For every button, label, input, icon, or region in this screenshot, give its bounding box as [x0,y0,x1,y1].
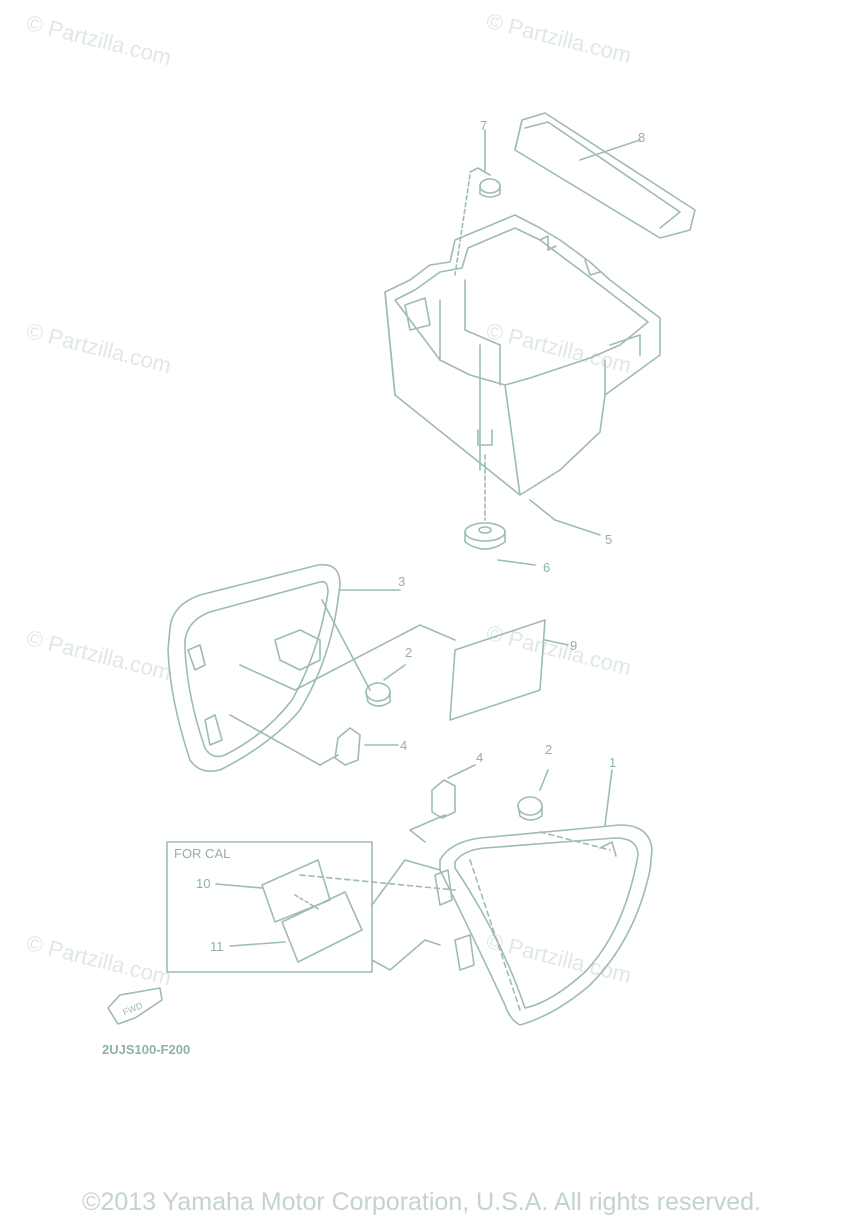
callout-3: 3 [398,574,406,589]
leader-line [229,941,286,947]
battery-box-part [384,214,661,496]
bolt-part [469,167,501,198]
left-side-cover-part [167,563,341,773]
leader-line [229,714,339,766]
clip-part [334,727,361,766]
callout-6: 6 [543,560,551,575]
leader-line [409,814,446,843]
for-cal-box [166,841,373,973]
leader-line [544,639,569,646]
leader-line [371,859,441,906]
forward-arrow-icon [107,987,163,1025]
leader-line [604,769,613,826]
callout-2-upper: 2 [405,645,413,660]
leader-line [383,664,406,681]
callout-4-lower: 4 [476,750,484,765]
emission-label-part [261,859,331,923]
leader-line [299,874,456,891]
diagram-code: 2UJS100-F200 [102,1042,191,1057]
right-side-cover-part [434,824,653,1026]
grommet-part [464,522,506,550]
callout-8: 8 [638,130,646,145]
leader-line [529,499,601,536]
callout-9: 9 [570,638,578,653]
callout-5: 5 [605,532,613,547]
for-cal-title: FOR CAL [174,846,231,861]
damper-part [517,796,543,821]
leader-line [321,599,371,691]
copyright-notice: ©2013 Yamaha Motor Corporation, U.S.A. A… [82,1188,761,1216]
callout-10: 10 [196,876,211,891]
callout-7: 7 [480,118,488,133]
tire-label-part [281,891,363,963]
callout-4-upper: 4 [400,738,408,753]
leader-line [539,769,549,791]
callout-2-lower: 2 [545,742,553,757]
leader-line [579,139,641,161]
leader-line [371,939,441,971]
leader-line [454,174,471,276]
clip-part [431,779,456,819]
leader-line [447,764,476,779]
callout-1: 1 [609,755,617,770]
leader-line [294,894,321,911]
leader-line [239,624,456,691]
leader-line [215,883,263,889]
caution-label-part [449,619,546,721]
callout-11: 11 [210,939,224,954]
leader-line [497,559,536,566]
battery-strap-part [514,112,696,239]
damper-part [365,682,391,707]
